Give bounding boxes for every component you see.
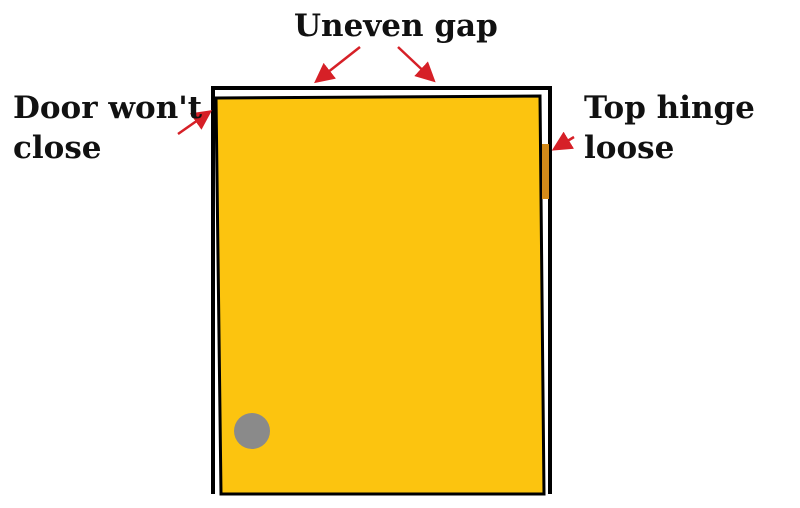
label-top-hinge-loose-line1: Top hinge bbox=[584, 90, 755, 126]
label-top-hinge-loose: Top hinge loose bbox=[584, 88, 755, 168]
arrow-gap-left bbox=[314, 46, 361, 84]
label-door-wont-close: Door won't close bbox=[13, 88, 202, 168]
label-top-hinge-loose-line2: loose bbox=[584, 130, 675, 166]
hinge bbox=[542, 144, 549, 199]
door-slab bbox=[214, 94, 546, 496]
arrow-top-hinge bbox=[551, 131, 575, 151]
label-uneven-gap-text: Uneven gap bbox=[294, 8, 498, 44]
arrow-gap-right bbox=[397, 46, 436, 83]
label-door-wont-close-line2: close bbox=[13, 130, 102, 166]
label-uneven-gap: Uneven gap bbox=[294, 6, 498, 46]
door-frame bbox=[211, 86, 552, 494]
arrow-door-wont-close bbox=[177, 110, 213, 136]
door-knob bbox=[234, 413, 270, 449]
label-door-wont-close-line1: Door won't bbox=[13, 90, 203, 126]
